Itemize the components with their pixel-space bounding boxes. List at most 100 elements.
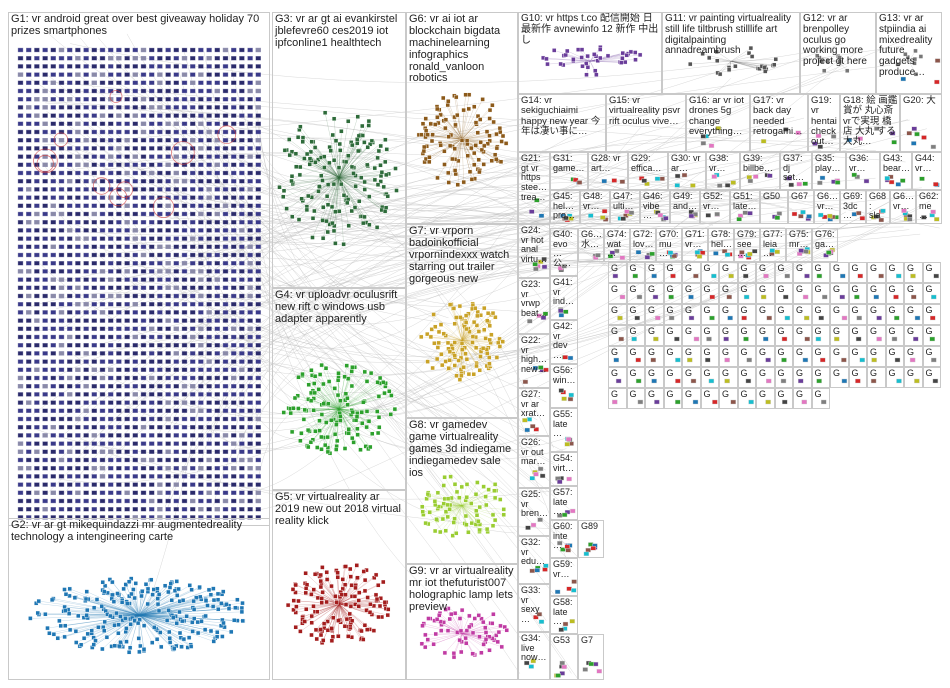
edge-line (138, 608, 230, 616)
group-label: G6… vr… (817, 191, 839, 211)
edge-line (438, 340, 463, 344)
mini-group-box: G (793, 346, 812, 367)
mini-group-box: G (663, 304, 682, 325)
mini-group-box: G (904, 325, 923, 346)
group-box-g29: G29: effica… (628, 152, 668, 190)
edge-line (440, 505, 463, 533)
edge-line (461, 139, 507, 144)
edge-line (138, 610, 160, 616)
group-box-g69: G69: 3dc… (840, 190, 866, 224)
edge-line (101, 117, 805, 475)
edge-line (295, 584, 340, 605)
edge-line (138, 615, 214, 642)
edge-line (461, 490, 495, 506)
edge-line (138, 595, 142, 616)
edge-line (461, 505, 478, 521)
edge-line (121, 602, 140, 616)
group-label: G6… 水… (581, 229, 603, 249)
edge-line (338, 603, 340, 620)
edge-line (461, 118, 490, 140)
edge-line (421, 336, 463, 341)
mini-group-box: G (682, 346, 701, 367)
mini-group-label: G (722, 284, 730, 294)
edge-line (283, 177, 340, 197)
edge-line (312, 177, 340, 238)
mini-group-label: G (925, 284, 933, 294)
mini-group-label: G (796, 284, 804, 294)
edge-line (135, 583, 140, 616)
edge-line (461, 128, 500, 140)
edge-line (338, 409, 371, 448)
edge-line (461, 505, 478, 516)
mini-group-box: G (626, 304, 645, 325)
mini-group-label: G (907, 263, 915, 273)
edge-line (431, 139, 463, 142)
edge-line (99, 153, 557, 222)
mini-group-label: G (759, 326, 767, 336)
group-box-g30: G30: vr ar… (668, 152, 706, 190)
group-box-g16: G16: ar vr iot drones 5g change everythi… (686, 94, 750, 152)
edge-line (338, 177, 375, 181)
edge-line (444, 477, 463, 506)
edge-line (425, 505, 463, 524)
edge-line (56, 277, 545, 505)
edge-line (311, 375, 340, 410)
edge-line (138, 589, 210, 616)
mini-group-label: G (703, 305, 711, 315)
mini-group-label: G (833, 305, 841, 315)
group-label: G45: hel… pro… (553, 191, 576, 221)
edge-line (138, 615, 184, 640)
edge-line (433, 314, 463, 341)
edge-line (138, 585, 190, 616)
edge-line (59, 615, 140, 622)
edge-line (461, 338, 500, 341)
edge-line (461, 486, 484, 506)
group-label: G1: vr android great over best giveaway … (11, 13, 260, 37)
edge-line (70, 43, 836, 84)
edge-line (135, 204, 543, 475)
group-box-g17: G17: vr back day needed retrogami… (750, 94, 808, 152)
mini-group-label: G (870, 263, 878, 273)
group-label: G14: vr sekiguchiaimi happy new year 今年は… (521, 95, 601, 137)
mini-group-label: G (666, 347, 674, 357)
mini-group-box: G (904, 283, 923, 304)
mini-group-label: G (740, 284, 748, 294)
edge-line (447, 104, 463, 140)
group-label: G4: vr uploadvr oculusrift new rift c wi… (275, 289, 398, 325)
group-label: G34: live now… (521, 633, 547, 663)
mini-group-box: G (700, 346, 719, 367)
group-label: G44: vr… (915, 153, 935, 173)
edge-line (461, 131, 501, 140)
group-label: G10: vr https t.co 配信開始 日 最新作 avnewinfo … (521, 13, 659, 46)
edge-line (461, 338, 486, 341)
edge-line (133, 170, 707, 347)
edge-line (461, 340, 491, 367)
mini-group-label: G (611, 284, 619, 294)
edge-line (203, 50, 467, 620)
edge-line (294, 397, 340, 410)
edge-line (315, 409, 340, 432)
edge-line (461, 340, 491, 343)
mini-group-box: G (793, 283, 812, 304)
group-label: G33: vr sexy… (521, 585, 541, 625)
group-label: G36: vr… (849, 153, 869, 173)
edge-line (338, 409, 366, 447)
group-box-g26: G26: vr out mar… (518, 436, 550, 488)
edge-line (138, 584, 147, 616)
mini-group-box: G (793, 304, 812, 325)
mini-group-label: G (648, 347, 656, 357)
edge-line (292, 177, 340, 217)
edge-line (175, 172, 616, 305)
edge-line (461, 489, 489, 506)
mini-group-box: G (756, 262, 775, 283)
mini-group-label: G (925, 263, 933, 273)
group-box-g13: G13: vr ar stpiindia ai mixedreality fut… (876, 12, 942, 94)
mini-group-label: G (777, 305, 785, 315)
group-label: G30: vr ar… (671, 153, 701, 173)
mini-group-label: G (740, 263, 748, 273)
edge-line (138, 615, 243, 622)
mini-group-label: G (629, 305, 637, 315)
mini-group-box: G (756, 304, 775, 325)
group-box-g6: G6: vr ai iot ar blockchain bigdata mach… (406, 12, 518, 224)
edge-line (461, 505, 465, 524)
